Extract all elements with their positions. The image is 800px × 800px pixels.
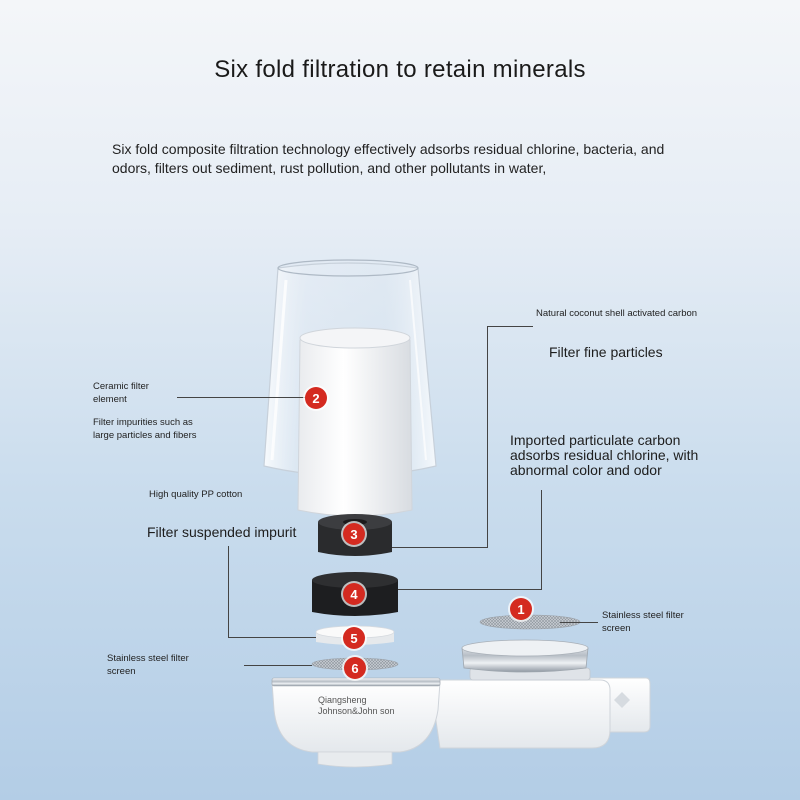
callout-line-coconut-v [487,326,488,548]
pp-cotton-name: High quality PP cotton [149,489,243,500]
callout-line-4-v [541,490,542,590]
callout-line-2 [177,397,305,398]
badge-6: 6 [344,657,366,679]
ceramic-filter-name: Ceramic filter element [93,381,149,405]
purifier-housing [271,639,651,768]
badge-2: 2 [305,387,327,409]
callout-line-4-h [398,589,542,590]
badge-5: 5 [343,627,365,649]
particulate-carbon-desc: Imported particulate carbon adsorbs resi… [510,432,699,478]
callout-line-3 [392,547,488,548]
badge-1: 1 [510,598,532,620]
steel-screen-top-label: Stainless steel filter screen [602,610,684,634]
intro-paragraph: Six fold composite filtration technology… [112,141,665,176]
ceramic-filter-desc: Filter impurities such as large particle… [93,417,197,441]
callout-line-coconut-h [487,326,533,327]
callout-line-5-v [228,546,229,638]
pp-cotton-desc: Filter suspended impurit [147,525,297,540]
steel-screen-bottom-label: Stainless steel filter screen [107,653,189,677]
callout-line-1 [560,622,598,623]
brand-text: Qiangsheng Johnson&John son [318,695,395,716]
badge-3: 3 [343,523,365,545]
callout-line-6 [244,665,312,666]
badge-4: 4 [343,583,365,605]
coconut-carbon-desc: Filter fine particles [549,344,663,360]
ceramic-filter-element [297,327,413,517]
coconut-carbon-name: Natural coconut shell activated carbon [536,308,698,319]
page-title: Six fold filtration to retain minerals [214,56,586,83]
callout-line-5-h [228,637,316,638]
